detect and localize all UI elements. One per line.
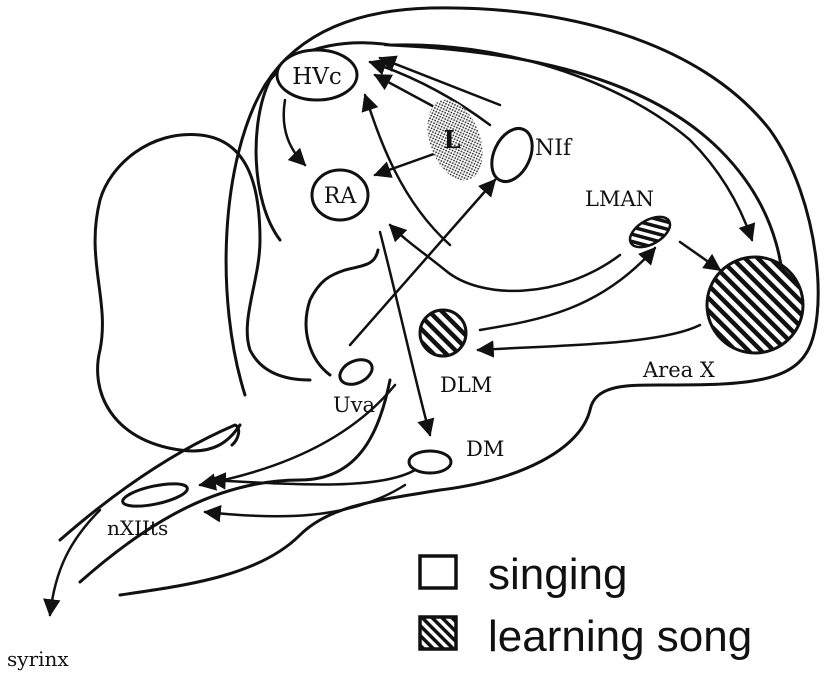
nucleus-nif: NIf: [484, 122, 573, 188]
dlm-label: DLM: [440, 373, 492, 397]
uva-label: Uva: [333, 393, 375, 417]
nif-label: NIf: [535, 136, 573, 161]
legend-singing-label: singing: [488, 550, 627, 599]
ra-label: RA: [324, 184, 358, 209]
nucleus-l: L: [417, 92, 493, 188]
hvc-label: HVc: [292, 64, 342, 90]
nucleus-lman: LMAN: [585, 187, 675, 253]
nucleus-nxiits: nXIIts: [107, 479, 189, 540]
legend: singing learning song: [420, 550, 752, 661]
nucleus-ra: RA: [312, 170, 368, 220]
legend-singing-swatch: [420, 556, 456, 588]
dm-label: DM: [466, 437, 504, 461]
brain-outline: [60, 8, 818, 595]
syrinx-label: syrinx: [7, 647, 69, 671]
l-label: L: [444, 125, 461, 154]
legend-learning-swatch: [420, 617, 456, 649]
area-x-label: Area X: [642, 358, 715, 382]
nucleus-hvc: HVc: [277, 50, 357, 100]
nucleus-dm: DM: [409, 437, 504, 473]
legend-learning-label: learning song: [488, 612, 752, 661]
nucleus-uva: Uva: [333, 355, 376, 417]
nucleus-area-x: Area X: [642, 257, 803, 382]
nxiits-label: nXIIts: [107, 516, 168, 540]
cerebellum-brainstem: [95, 135, 310, 451]
lman-label: LMAN: [585, 187, 654, 211]
nucleus-dlm: DLM: [420, 310, 492, 397]
